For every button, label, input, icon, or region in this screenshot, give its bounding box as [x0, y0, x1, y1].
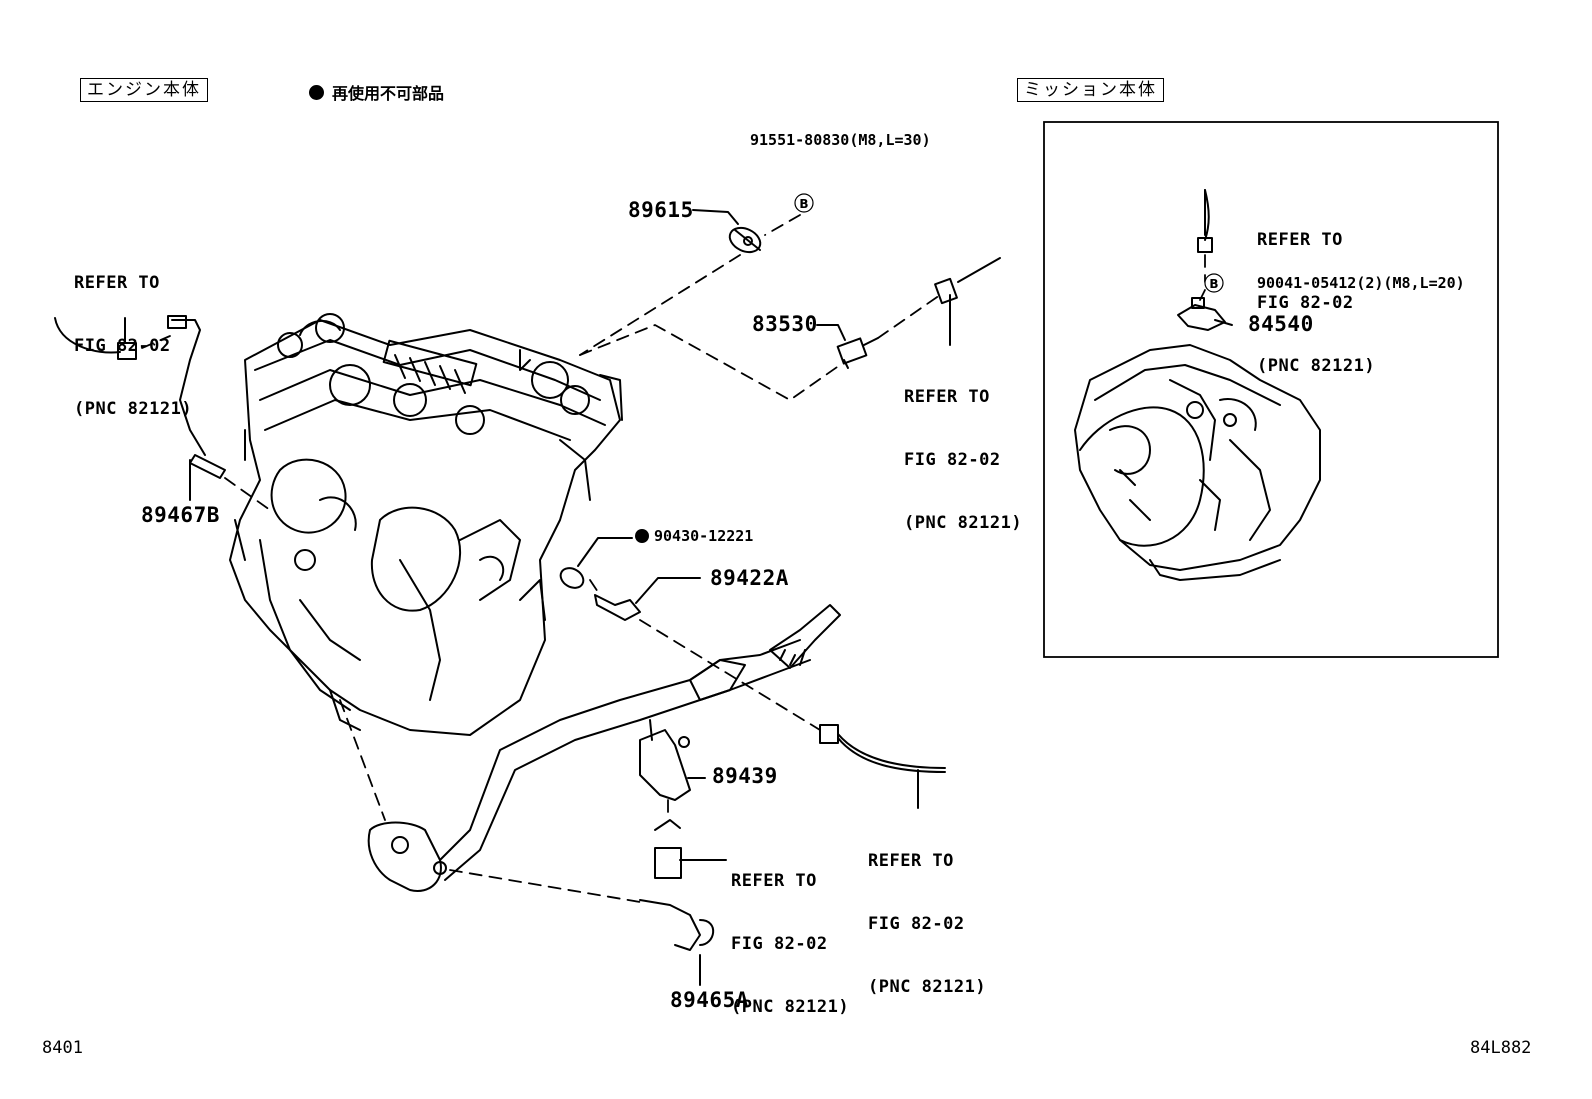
refer-line2: FIG 82-02: [731, 934, 828, 954]
refer-line1: REFER TO: [868, 851, 954, 871]
part-91551: 91551-80830(M8,L=30): [750, 131, 931, 149]
transmission-drawing: [1074, 344, 1321, 581]
leader-83530: [816, 324, 846, 341]
footer-left-code: 8401: [42, 1038, 83, 1058]
refer-line1: REFER TO: [904, 387, 990, 407]
sensor-89439: [639, 719, 691, 801]
connector-exhaust-harness: [819, 724, 946, 773]
refer-note-89467b: REFER TO FIG 82-02 (PNC 82121): [74, 231, 192, 441]
section-engine: エンジン本体: [80, 78, 208, 102]
refer-line2: FIG 82-02: [74, 336, 171, 356]
refer-line3: (PNC 82121): [1257, 356, 1376, 376]
refer-line1: REFER TO: [74, 273, 160, 293]
footer-right-code: 84L882: [1470, 1038, 1532, 1058]
leader-84540: [1214, 319, 1233, 326]
section-mission: ミッション本体: [1017, 78, 1164, 102]
part-89467b: 89467B: [141, 503, 220, 527]
refer-note-83530: REFER TO FIG 82-02 (PNC 82121): [904, 345, 1022, 555]
non-reusable-dot-icon: [309, 84, 324, 100]
non-reusable-dot: [635, 529, 649, 543]
sensor-84540: [1177, 189, 1226, 331]
refer-line2: FIG 82-02: [904, 450, 1001, 470]
part-89422a: 89422A: [710, 566, 789, 590]
part-90041: 90041-05412(2)(M8,L=20): [1257, 274, 1465, 292]
part-90430: 90430-12221: [654, 527, 754, 545]
connector-83530-harness: [934, 257, 1001, 305]
part-89439: 89439: [712, 764, 778, 788]
mission-box: [1043, 121, 1499, 658]
marker-b: B: [1209, 277, 1218, 291]
part-89615: 89615: [628, 198, 694, 222]
refer-note-89465a: REFER TO FIG 82-02 (PNC 82121): [731, 829, 849, 1039]
refer-line1: REFER TO: [731, 871, 817, 891]
part-89465a: 89465A: [670, 988, 749, 1012]
refer-line3: (PNC 82121): [904, 513, 1023, 533]
sensor-83530: [836, 337, 879, 369]
refer-line2: FIG 82-02: [868, 914, 965, 934]
part-84540: 84540: [1248, 312, 1314, 336]
refer-note-exhaust: REFER TO FIG 82-02 (PNC 82121): [868, 809, 986, 1019]
refer-line3: (PNC 82121): [74, 399, 193, 419]
engine-block-drawing: [229, 313, 623, 736]
sensor-89467b: [54, 315, 226, 479]
refer-line1: REFER TO: [1257, 230, 1343, 250]
leader-90430: [577, 537, 633, 567]
marker-b: B: [799, 197, 808, 211]
sensor-89615: [728, 226, 762, 254]
legend-text: 再使用不可部品: [332, 84, 445, 103]
part-83530: 83530: [752, 312, 818, 336]
leader-89422a: [635, 577, 701, 604]
sensor-89422a: [559, 567, 641, 621]
refer-note-84540: REFER TO FIG 82-02 (PNC 82121): [1257, 188, 1375, 398]
legend: 再使用不可部品: [309, 80, 444, 104]
exhaust-pipe-drawing: [367, 604, 841, 892]
refer-line3: (PNC 82121): [731, 997, 850, 1017]
refer-line2: FIG 82-02: [1257, 293, 1354, 313]
leader-89615: [692, 209, 739, 225]
sensor-89465a: [639, 819, 715, 951]
refer-line3: (PNC 82121): [868, 977, 987, 997]
